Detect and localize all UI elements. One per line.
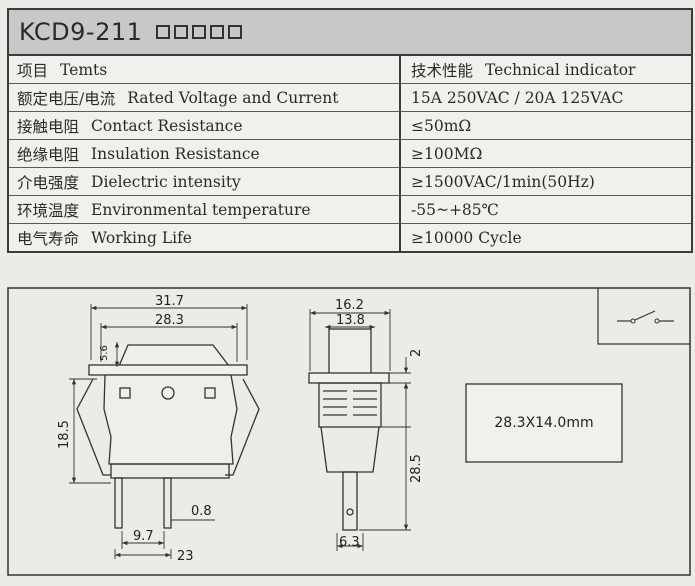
spec-table: KCD9-211 项目 Temts 技术性能 Technical indicat… (7, 8, 693, 253)
dim-23: 23 (177, 549, 194, 564)
dim-6-3: 6.3 (339, 535, 360, 550)
row-label-cn: 绝缘电阻 (17, 145, 80, 164)
header-value-en: Technical indicator (485, 60, 636, 79)
side-dimensions (309, 309, 411, 551)
switch-symbol-icon (597, 288, 690, 345)
row-value: ≤50mΩ (411, 116, 472, 135)
header-value-cn: 技术性能 (411, 61, 474, 80)
row-value: 15A 250VAC / 20A 125VAC (411, 88, 624, 107)
placeholder-boxes (156, 25, 243, 39)
row-value: ≥1500VAC/1min(50Hz) (411, 172, 595, 191)
dim-9-7: 9.7 (133, 529, 154, 544)
row-label-en: Dielectric intensity (91, 172, 241, 191)
drawing-frame (7, 287, 691, 576)
header-item-cn: 项目 (17, 61, 49, 80)
row-label-cn: 接触电阻 (17, 117, 80, 136)
spec-title: KCD9-211 (9, 10, 691, 56)
row-label-en: Working Life (91, 228, 192, 247)
dim-0-8: 0.8 (191, 504, 212, 519)
row-value: -55~+85℃ (411, 200, 499, 219)
table-row: 环境温度 Environmental temperature -55~+85℃ (9, 196, 691, 224)
front-view (76, 344, 260, 529)
row-label-en: Insulation Resistance (91, 144, 260, 163)
front-dimensions (69, 304, 248, 559)
row-label-cn: 额定电压/电流 (17, 89, 116, 108)
technical-drawing: 31.7 28.3 5.6 18.5 0.8 9.7 23 (7, 287, 692, 577)
table-row: 接触电阻 Contact Resistance ≤50mΩ (9, 112, 691, 140)
dim-5-6: 5.6 (99, 345, 110, 361)
table-row: 介电强度 Dielectric intensity ≥1500VAC/1min(5… (9, 168, 691, 196)
dim-16-2: 16.2 (335, 298, 364, 313)
table-header-row: 项目 Temts 技术性能 Technical indicator (9, 56, 691, 84)
table-row: 绝缘电阻 Insulation Resistance ≥100MΩ (9, 140, 691, 168)
cutout-label: 28.3X14.0mm (494, 415, 593, 431)
dim-28-3: 28.3 (155, 313, 184, 328)
row-label-en: Rated Voltage and Current (127, 88, 339, 107)
row-label-cn: 电气寿命 (17, 229, 80, 248)
side-view (308, 328, 390, 531)
model-name: KCD9-211 (19, 18, 143, 46)
drawing-svg: 31.7 28.3 5.6 18.5 0.8 9.7 23 (7, 287, 691, 576)
dim-2: 2 (409, 349, 424, 357)
table-row: 电气寿命 Working Life ≥10000 Cycle (9, 224, 691, 251)
row-value: ≥10000 Cycle (411, 228, 522, 247)
row-value: ≥100MΩ (411, 144, 483, 163)
row-label-cn: 环境温度 (17, 201, 80, 220)
dim-13-8: 13.8 (336, 313, 365, 328)
table-row: 额定电压/电流 Rated Voltage and Current 15A 250… (9, 84, 691, 112)
row-label-en: Environmental temperature (91, 200, 311, 219)
row-label-cn: 介电强度 (17, 173, 80, 192)
panel-cutout (465, 383, 623, 463)
dim-28-5: 28.5 (409, 454, 424, 483)
dim-18-5: 18.5 (57, 420, 72, 449)
row-label-en: Contact Resistance (91, 116, 243, 135)
header-item-en: Temts (60, 60, 108, 79)
dim-31-7: 31.7 (155, 294, 184, 309)
